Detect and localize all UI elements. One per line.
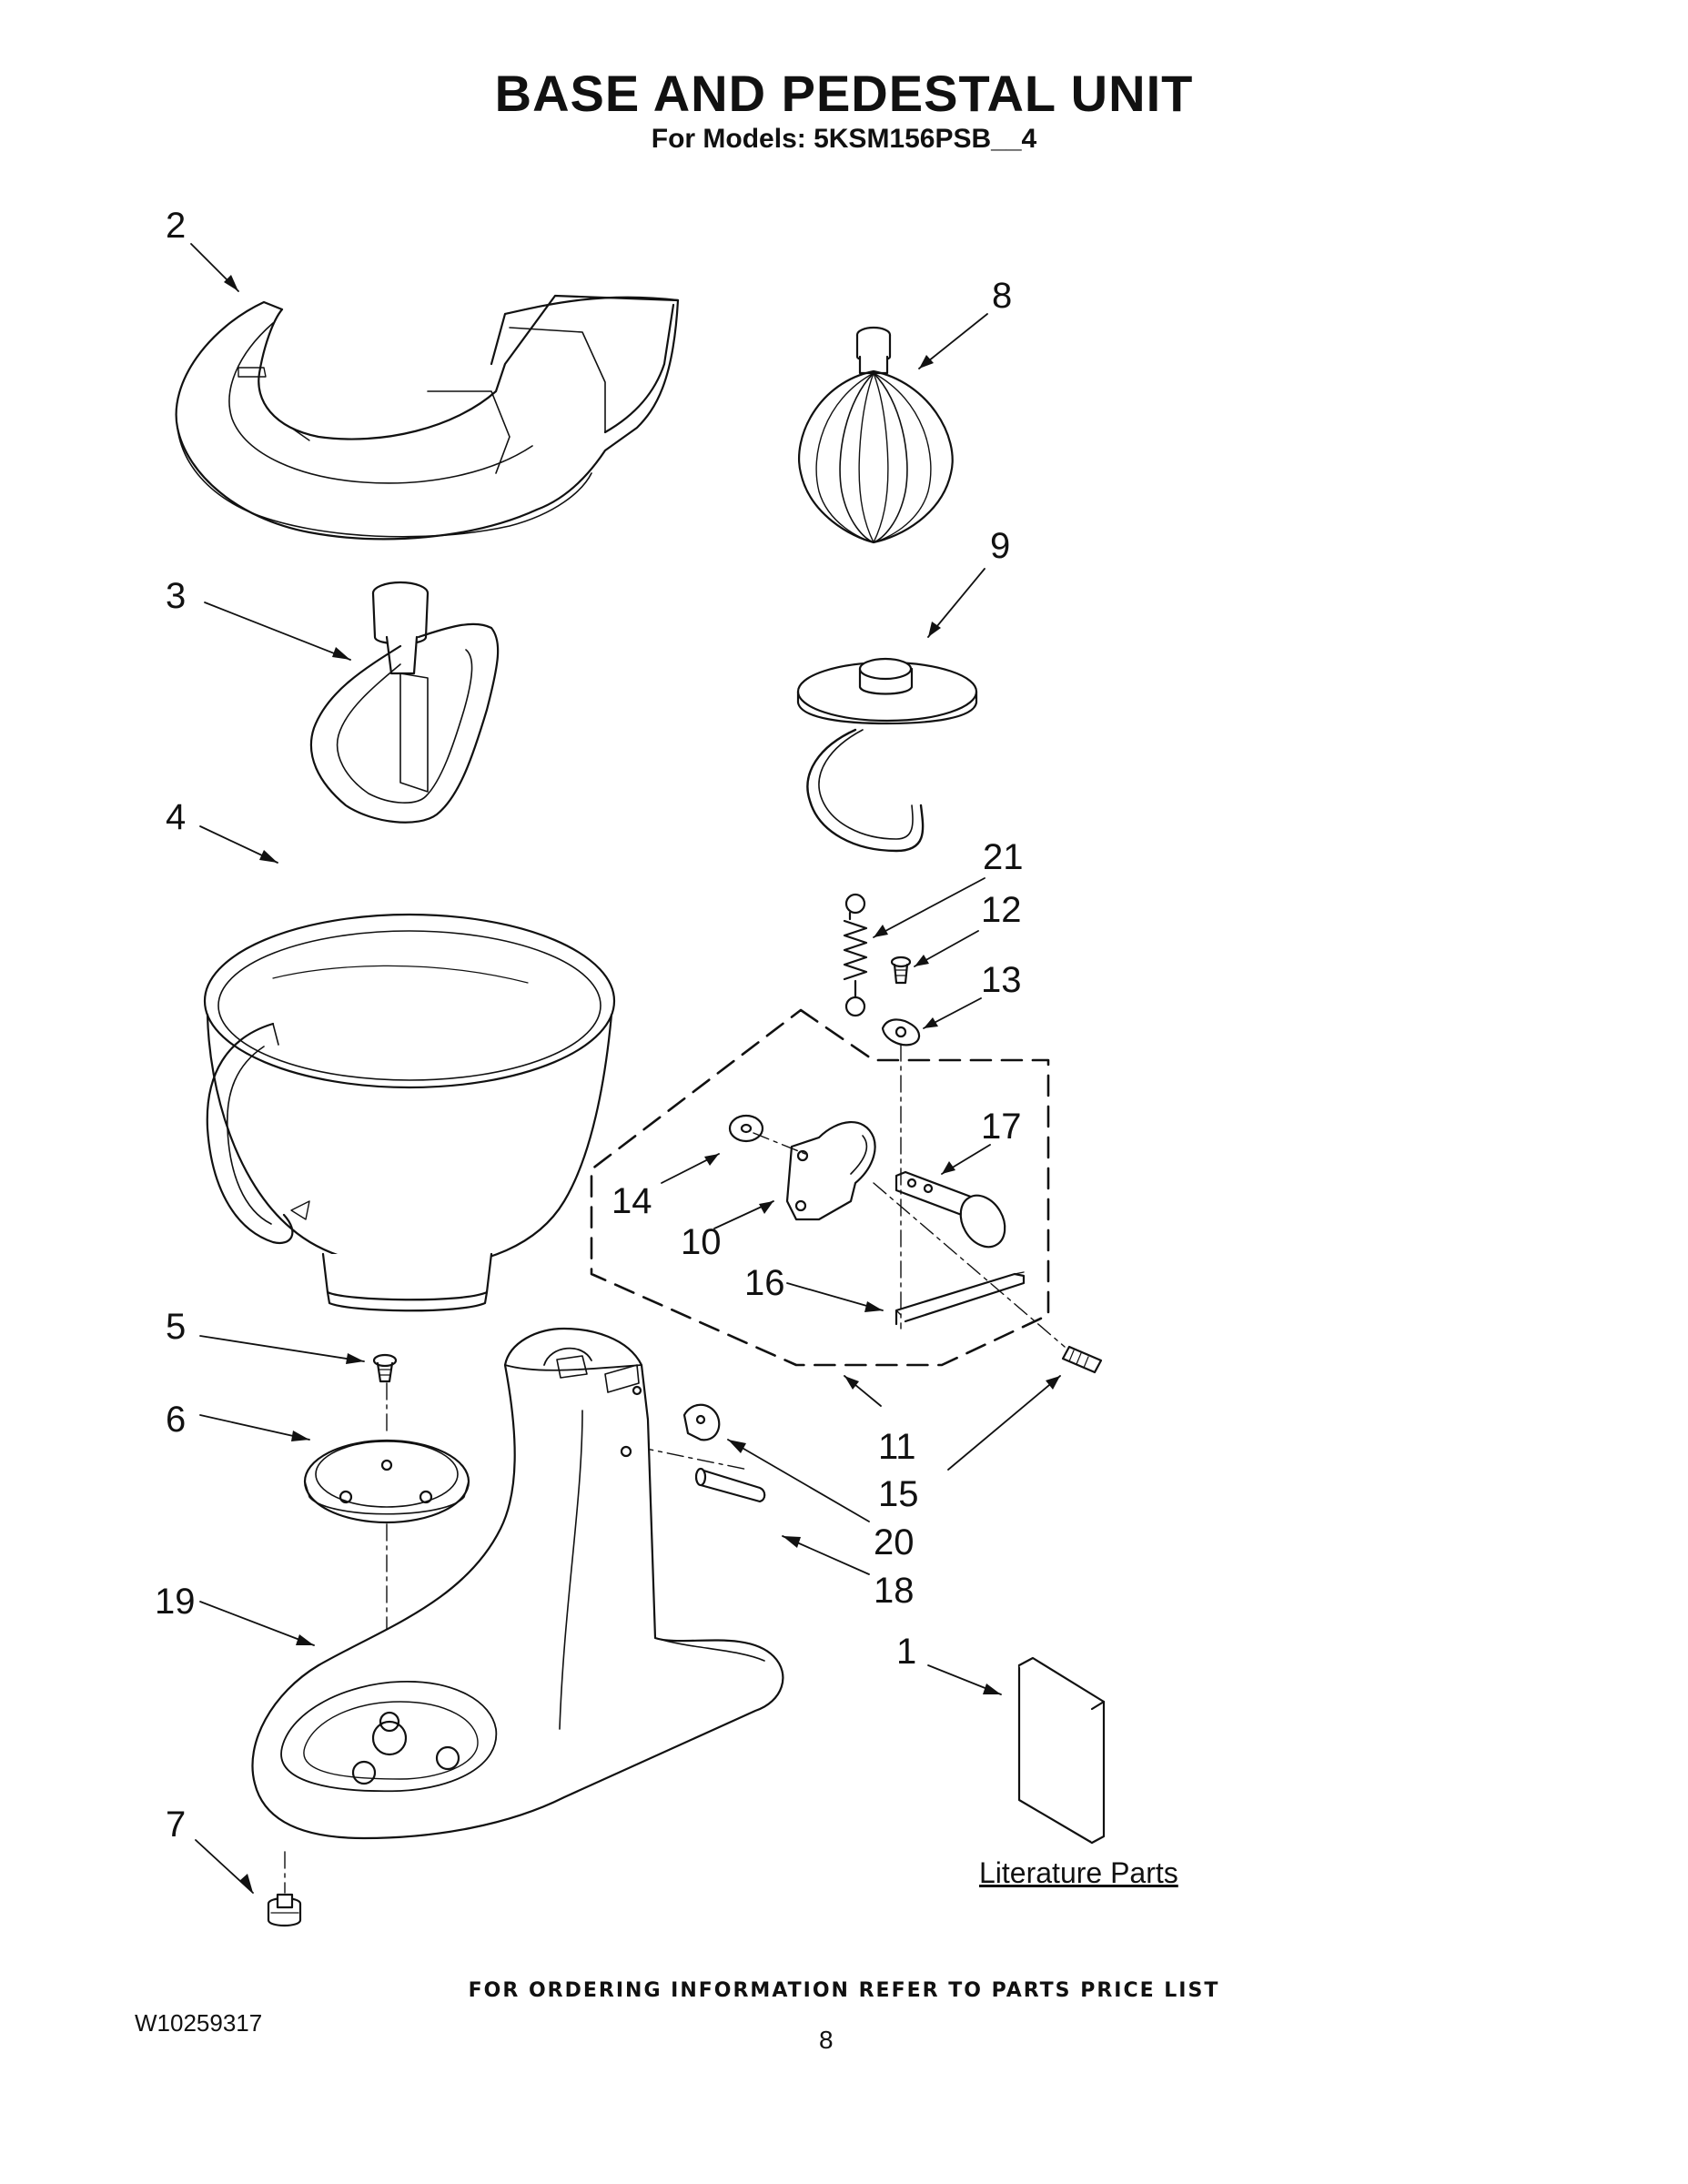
- callout-14: 14: [612, 1181, 652, 1221]
- assembly-guide-lines: [753, 1045, 1065, 1347]
- callout-21: 21: [983, 837, 1024, 877]
- part-literature: [1019, 1658, 1104, 1843]
- part-pouring-shield: [177, 296, 678, 539]
- callout-15: 15: [878, 1474, 919, 1514]
- part-rod-16: [896, 1272, 1024, 1324]
- part-clip-13: [883, 1019, 919, 1045]
- callout-16: 16: [744, 1263, 785, 1303]
- callout-18: 18: [874, 1571, 915, 1611]
- part-hinge-pin-15: [1063, 1347, 1101, 1372]
- part-dough-hook: [798, 659, 976, 851]
- callout-12: 12: [981, 890, 1022, 930]
- callout-4: 4: [166, 797, 187, 837]
- part-lever-17: [896, 1172, 1014, 1255]
- callout-6: 6: [166, 1400, 187, 1440]
- part-washer-14: [730, 1116, 763, 1141]
- part-mixing-bowl: [205, 915, 614, 1310]
- part-spring: [844, 895, 866, 1016]
- page-title: BASE AND PEDESTAL UNIT: [494, 65, 1194, 122]
- callout-5: 5: [166, 1307, 187, 1347]
- assembly-11-outline: [591, 1010, 1048, 1365]
- callout-17: 17: [981, 1107, 1022, 1147]
- page-number: 8: [819, 2026, 834, 2054]
- callout-9: 9: [990, 526, 1011, 566]
- part-screw-5: [374, 1355, 396, 1381]
- callout-3: 3: [166, 576, 187, 616]
- ordering-note: FOR ORDERING INFORMATION REFER TO PARTS …: [468, 1979, 1220, 2002]
- part-pin-18: [696, 1469, 764, 1502]
- callout-7: 7: [166, 1805, 187, 1845]
- part-clip-20: [684, 1405, 719, 1441]
- callout-11: 11: [878, 1427, 916, 1467]
- callout-13: 13: [981, 960, 1022, 1000]
- callout-2: 2: [166, 206, 187, 246]
- literature-parts-label: Literature Parts: [979, 1856, 1178, 1889]
- part-pedestal-base: [252, 1329, 783, 1838]
- callout-1: 1: [896, 1632, 917, 1672]
- leader-arrowheads: [224, 275, 1060, 1893]
- callout-8: 8: [992, 276, 1013, 316]
- model-subtitle: For Models: 5KSM156PSB__4: [651, 124, 1037, 154]
- part-screw-12: [892, 957, 910, 983]
- document-number: W10259317: [135, 2009, 263, 2037]
- part-flat-beater: [311, 582, 498, 823]
- callout-19: 19: [155, 1582, 196, 1622]
- part-clamping-plate: [305, 1441, 469, 1522]
- part-foot-7: [268, 1895, 300, 1926]
- part-bracket-10: [787, 1122, 875, 1219]
- part-wire-whip: [799, 328, 953, 542]
- callout-10: 10: [681, 1222, 722, 1262]
- callout-20: 20: [874, 1522, 915, 1562]
